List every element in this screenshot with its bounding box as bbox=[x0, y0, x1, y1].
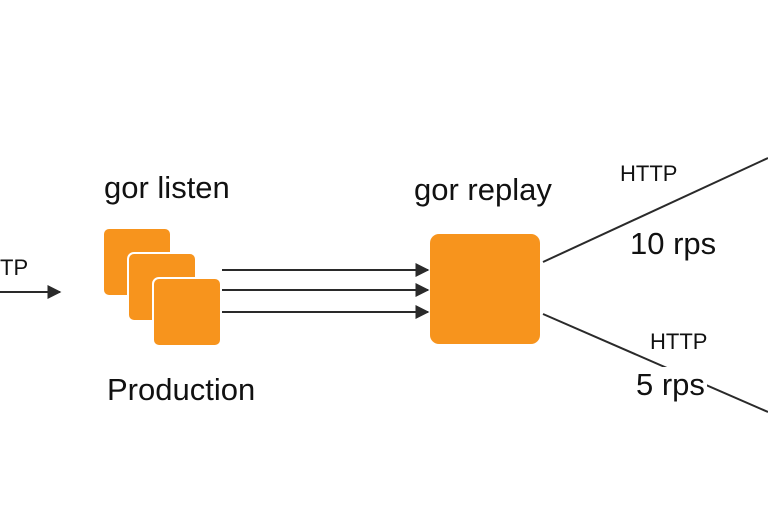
output-upper-rate: 10 rps bbox=[628, 226, 719, 262]
output-lower-protocol: HTTP bbox=[650, 329, 708, 354]
inbound-label: TP bbox=[0, 255, 29, 280]
listen-caption: Production bbox=[107, 372, 256, 407]
output-lower-rate: 5 rps bbox=[634, 367, 707, 403]
output-upper-protocol: HTTP bbox=[620, 161, 678, 186]
output-line-upper bbox=[542, 157, 768, 263]
replay-node bbox=[430, 234, 540, 344]
listen-title: gor listen bbox=[104, 170, 230, 205]
listen-node-3 bbox=[152, 277, 222, 347]
replay-title: gor replay bbox=[414, 172, 552, 207]
output-line-lower bbox=[542, 313, 768, 413]
